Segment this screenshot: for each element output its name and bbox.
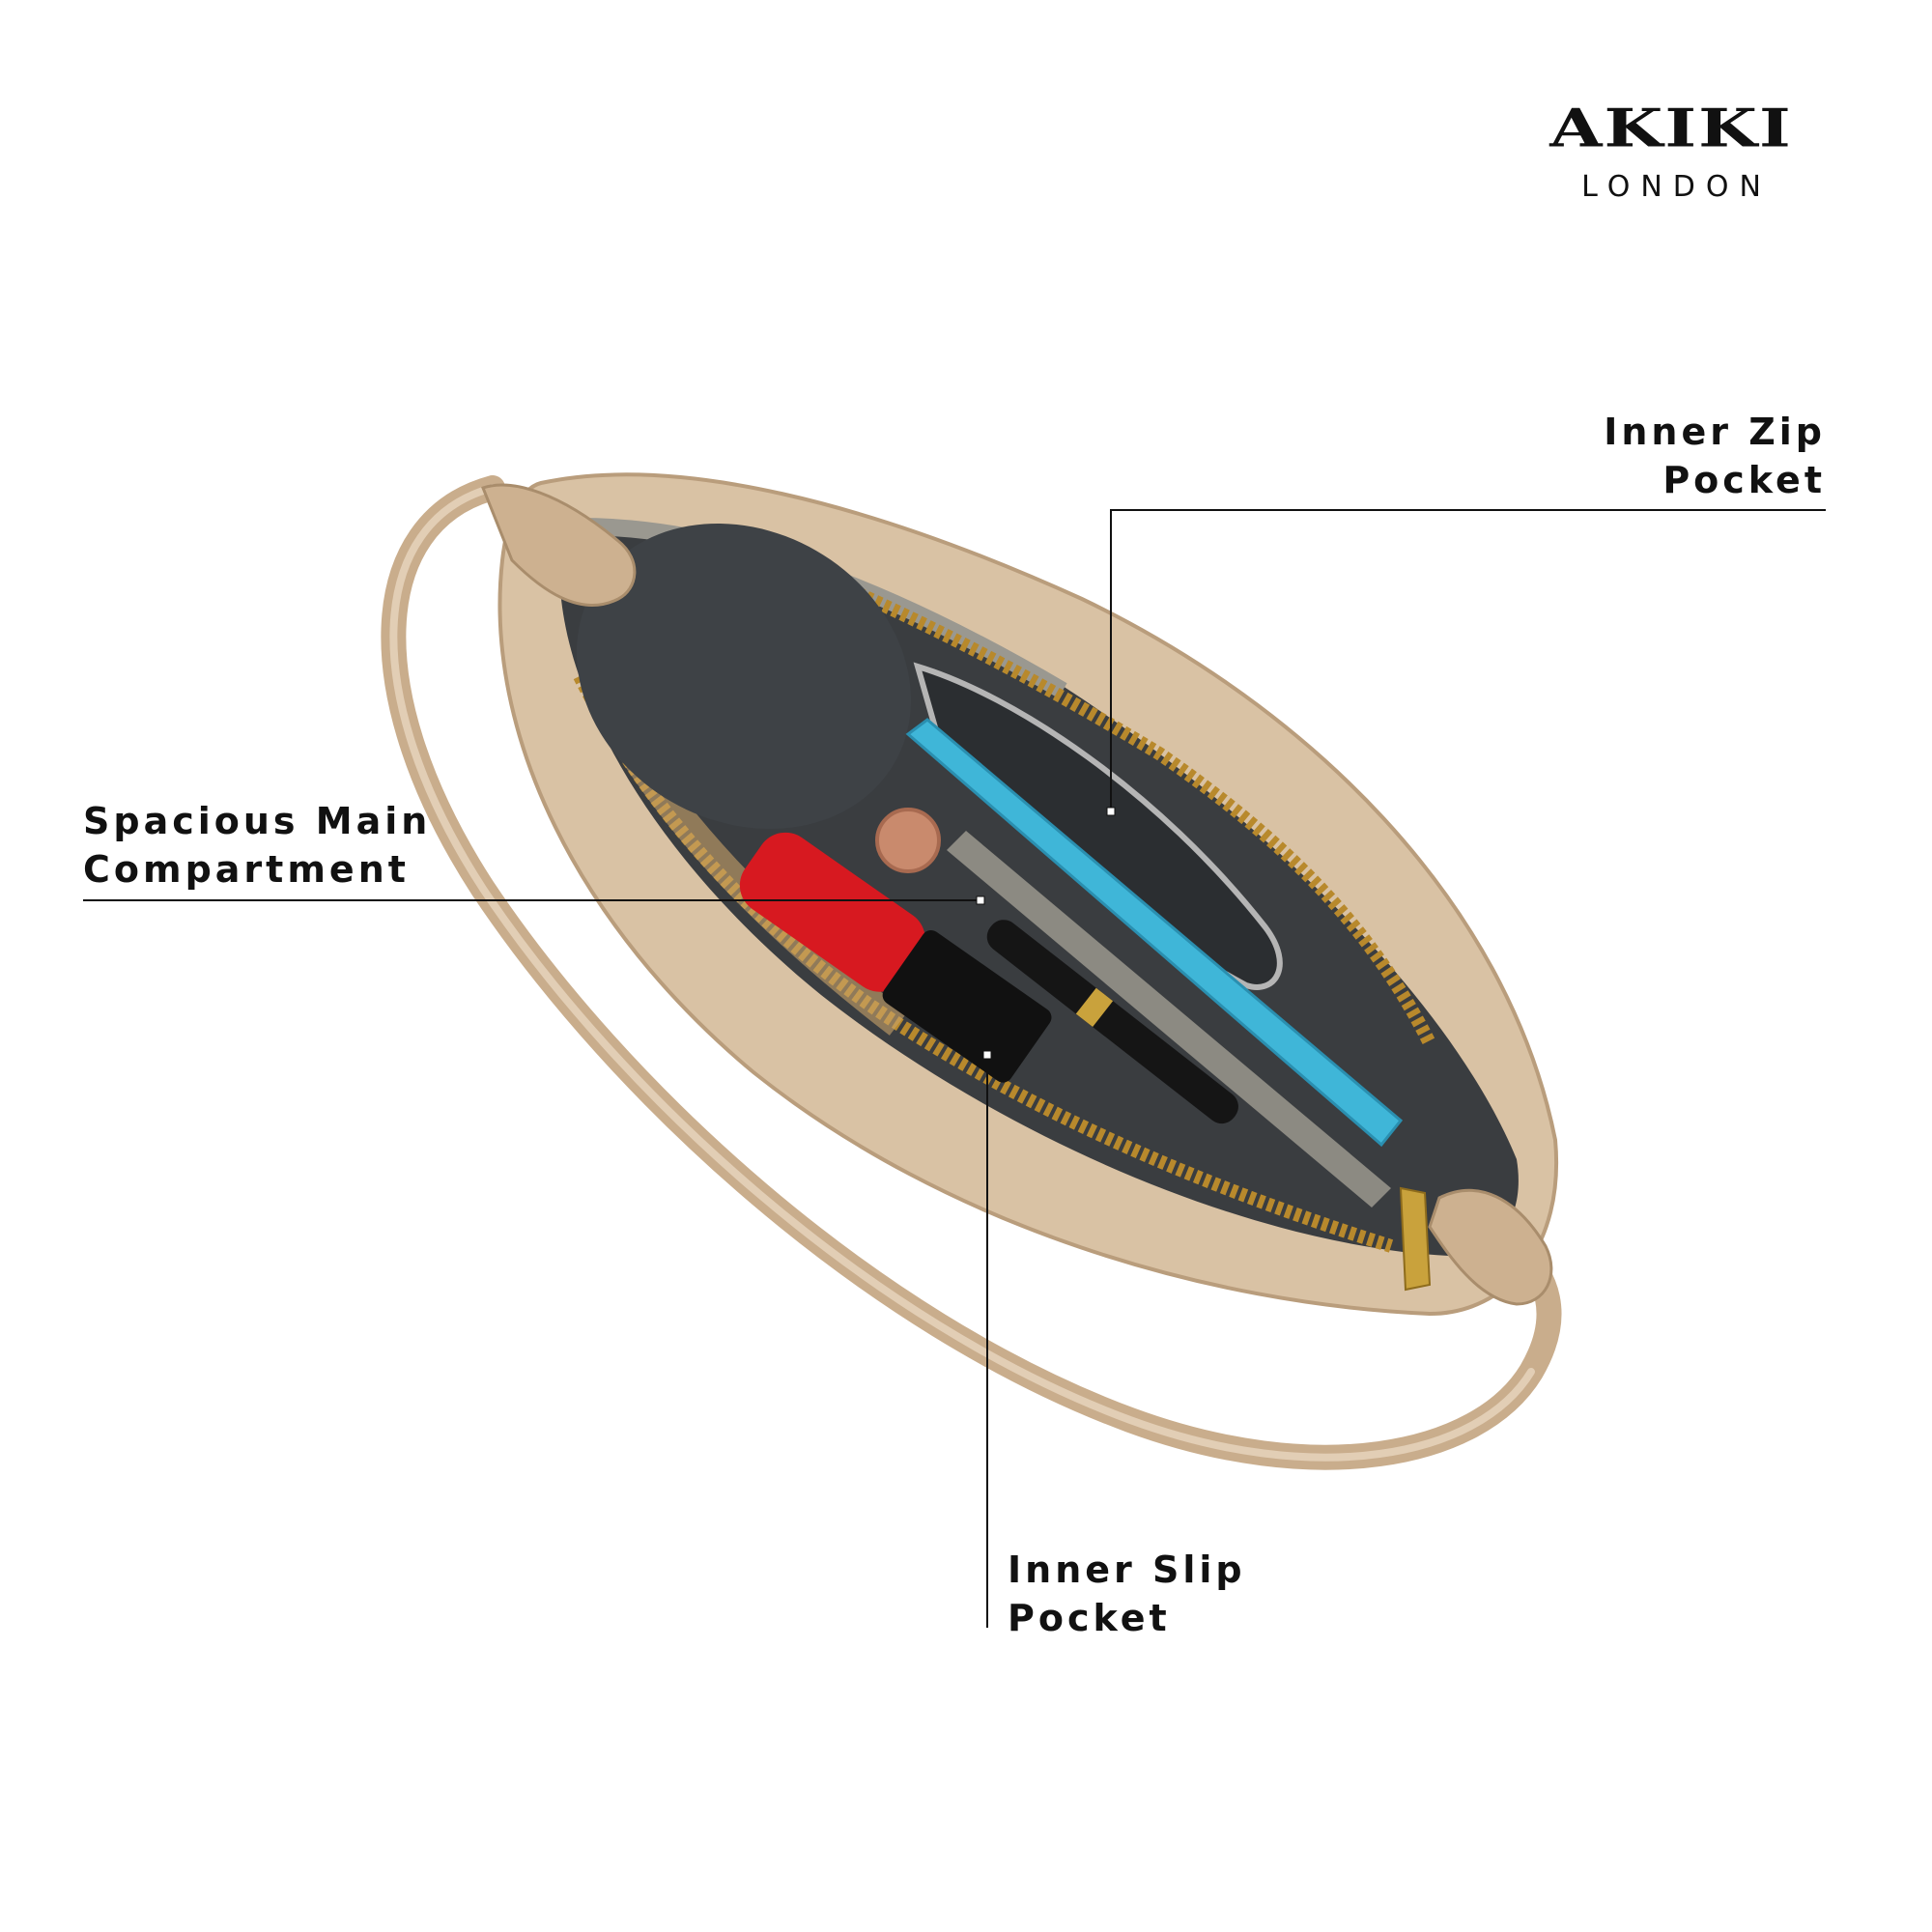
inner-zip-pocket-label-line2: Pocket (1662, 459, 1826, 501)
inner-zip-pocket-label-line1: Inner Zip (1604, 411, 1826, 453)
strap-tab-right (1428, 1188, 1553, 1306)
strap-tab-left (481, 483, 637, 607)
inner-zip-pocket-label: Inner Zip Pocket (1604, 408, 1826, 504)
main-compartment-label: Spacious Main Compartment (83, 797, 431, 894)
slip-pocket-pouch (947, 831, 1391, 1208)
zipper-pull (1399, 1186, 1432, 1292)
main-compartment-label-line1: Spacious Main (83, 800, 432, 842)
inner-zip-pocket-leader (1110, 509, 1826, 811)
brand-name: AKIKI (1549, 97, 1793, 159)
main-compartment-label-line2: Compartment (83, 848, 410, 891)
inner-slip-pocket-label: Inner Slip Pocket (1008, 1546, 1246, 1642)
brand-logo: AKIKI LONDON (1449, 95, 1893, 204)
lipstick (739, 832, 1052, 1083)
phone (905, 718, 1404, 1148)
pen (986, 920, 1238, 1124)
compact-mirror (577, 523, 911, 830)
brand-city: LONDON (1581, 170, 1772, 204)
inner-slip-pocket-label-line2: Pocket (1008, 1597, 1171, 1639)
lip-balm (875, 808, 941, 873)
inner-slip-pocket-label-line1: Inner Slip (1008, 1548, 1246, 1591)
